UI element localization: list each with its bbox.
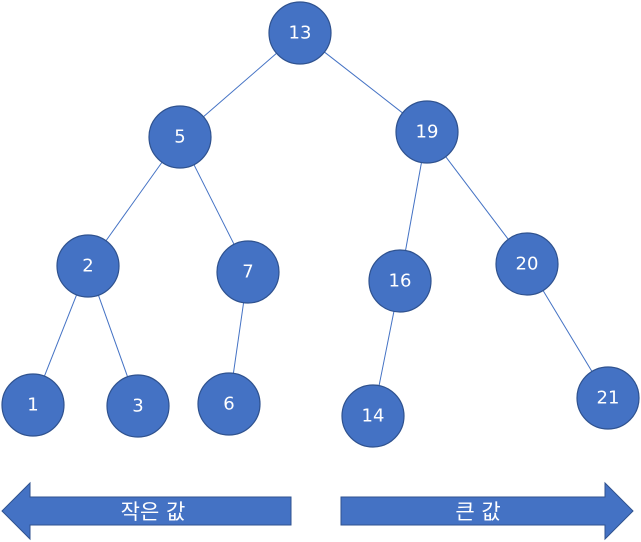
node-circle bbox=[395, 100, 459, 164]
node-circle bbox=[1, 373, 65, 437]
node-label: 19 bbox=[416, 122, 439, 143]
edge-20-21 bbox=[542, 290, 593, 372]
tree-node-14: 14 bbox=[341, 384, 405, 448]
right-arrow-icon bbox=[340, 481, 634, 541]
smaller-values-arrow: 작은 값 bbox=[1, 481, 292, 541]
edge-19-16 bbox=[405, 162, 422, 251]
node-label: 7 bbox=[242, 262, 253, 283]
edge-2-1 bbox=[43, 294, 78, 377]
node-label: 16 bbox=[389, 271, 412, 292]
node-label: 5 bbox=[174, 127, 185, 148]
tree-node-13: 13 bbox=[268, 1, 332, 65]
tree-node-2: 2 bbox=[56, 234, 120, 298]
node-circle bbox=[268, 1, 332, 65]
left-arrow-icon bbox=[1, 481, 292, 541]
edge-2-3 bbox=[97, 295, 129, 377]
tree-node-6: 6 bbox=[197, 372, 261, 436]
node-circle bbox=[106, 374, 170, 438]
tree-node-3: 3 bbox=[106, 374, 170, 438]
edge-16-14 bbox=[378, 311, 395, 386]
node-circle bbox=[197, 372, 261, 436]
edge-7-6 bbox=[232, 302, 245, 374]
node-label: 13 bbox=[289, 23, 312, 44]
larger-values-arrow: 큰 값 bbox=[340, 481, 634, 541]
edge-5-2 bbox=[105, 161, 163, 242]
node-label: 21 bbox=[597, 388, 620, 409]
node-label: 14 bbox=[362, 406, 385, 427]
tree-node-21: 21 bbox=[576, 366, 640, 430]
node-label: 2 bbox=[82, 256, 93, 277]
edge-5-7 bbox=[193, 164, 235, 245]
tree-node-7: 7 bbox=[216, 240, 280, 304]
node-label: 3 bbox=[132, 396, 143, 417]
node-circle bbox=[368, 249, 432, 313]
edge-13-19 bbox=[324, 51, 403, 114]
node-circle bbox=[495, 232, 559, 296]
node-circle bbox=[56, 234, 120, 298]
tree-node-16: 16 bbox=[368, 249, 432, 313]
tree-node-20: 20 bbox=[495, 232, 559, 296]
edge-13-5 bbox=[203, 52, 277, 118]
larger-values-label: 큰 값 bbox=[455, 500, 500, 524]
smaller-values-label: 작은 값 bbox=[121, 500, 186, 524]
node-label: 20 bbox=[516, 254, 539, 275]
node-circle bbox=[341, 384, 405, 448]
node-label: 1 bbox=[27, 395, 38, 416]
edge-19-20 bbox=[445, 156, 509, 240]
tree-edges bbox=[43, 51, 593, 386]
tree-node-19: 19 bbox=[395, 100, 459, 164]
node-circle bbox=[148, 105, 212, 169]
tree-node-5: 5 bbox=[148, 105, 212, 169]
node-label: 6 bbox=[223, 394, 234, 415]
node-circle bbox=[576, 366, 640, 430]
node-circle bbox=[216, 240, 280, 304]
tree-node-1: 1 bbox=[1, 373, 65, 437]
